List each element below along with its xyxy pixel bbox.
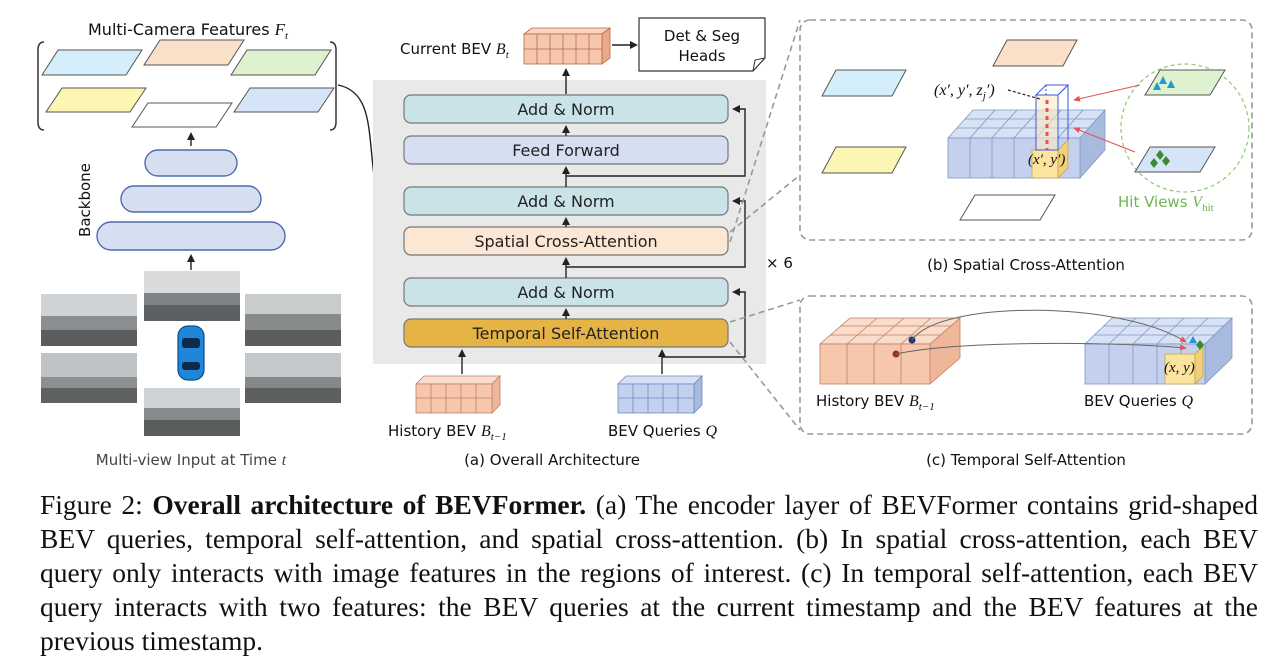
tsa-history-label: History BEV Bt−1 <box>816 392 935 413</box>
camera-images <box>41 271 341 436</box>
tsa-history-bev-grid <box>818 317 962 385</box>
tsa-cell-label: (x, y) <box>1164 360 1195 376</box>
sca-point-label: (x′, y′, zj′) <box>934 82 995 102</box>
block-add-norm-3: Add & Norm <box>403 94 729 124</box>
block-add-norm-1: Add & Norm <box>403 277 729 307</box>
feature-maps <box>41 39 335 128</box>
repeat-label: × 6 <box>766 254 793 272</box>
spatial-cross-attention-caption: (b) Spatial Cross-Attention <box>927 256 1125 274</box>
svg-text:Spatial Cross-Attention: Spatial Cross-Attention <box>474 232 657 251</box>
backbone-label: Backbone <box>76 163 94 237</box>
sca-sampling-arrows <box>1073 84 1141 153</box>
figure-label: Figure 2: <box>40 489 143 520</box>
tsa-query-marker-green <box>1196 340 1204 350</box>
block-temporal-self-attention: Temporal Self-Attention <box>403 318 729 348</box>
current-bev-label: Current BEV Bt <box>400 40 510 61</box>
tsa-queries-label: BEV Queries Q <box>1084 392 1194 410</box>
caption-body: (a) The encoder layer of BEVFormer conta… <box>40 489 1258 656</box>
block-spatial-cross-attention: Spatial Cross-Attention <box>403 226 729 256</box>
sca-cell-label: (x′, y′) <box>1028 152 1065 168</box>
panel-connectors <box>729 19 801 431</box>
caption-title: Overall architecture of BEVFormer. <box>152 489 587 520</box>
temporal-self-attention-caption: (c) Temporal Self-Attention <box>926 451 1126 469</box>
svg-text:Temporal Self-Attention: Temporal Self-Attention <box>472 324 660 343</box>
heads-line2: Heads <box>678 47 725 65</box>
tsa-query-cell <box>1164 345 1204 385</box>
brace-left <box>37 41 45 131</box>
current-bev-cube <box>522 27 612 65</box>
heads-line1: Det & Seg <box>664 27 740 45</box>
sca-point-pointer <box>1007 89 1041 100</box>
overall-architecture-caption: (a) Overall Architecture <box>464 451 640 469</box>
history-bev-label: History BEV Bt−1 <box>388 422 507 443</box>
hit-views-circle <box>1120 63 1250 193</box>
figure-caption: Figure 2: Overall architecture of BEVFor… <box>40 488 1258 658</box>
multi-camera-features-title: Multi-Camera Features Ft <box>88 20 289 42</box>
input-caption: Multi-view Input at Time t <box>96 451 287 469</box>
backbone-network <box>96 149 286 251</box>
svg-text:Add & Norm: Add & Norm <box>517 283 614 302</box>
det-seg-heads-box <box>638 17 766 72</box>
encoder-arrows <box>458 105 746 374</box>
block-feed-forward: Feed Forward <box>403 135 729 165</box>
hit-views-label: Hit Views Vhit <box>1118 193 1214 214</box>
tsa-query-marker-blue <box>1189 336 1197 343</box>
svg-text:Multi-Camera Features Ft: Multi-Camera Features Ft <box>88 20 289 42</box>
svg-text:Feed Forward: Feed Forward <box>512 141 620 160</box>
history-bev-cube-small <box>415 375 501 414</box>
block-add-norm-2: Add & Norm <box>403 186 729 216</box>
hit-view-markers <box>1150 76 1175 168</box>
sca-query-pillar <box>1031 84 1070 179</box>
brace-right <box>329 41 337 131</box>
tsa-connection-curves <box>895 309 1187 355</box>
bev-queries-label: BEV Queries Q <box>608 422 718 440</box>
svg-text:Add & Norm: Add & Norm <box>517 192 614 211</box>
bev-queries-cube-small <box>617 375 703 414</box>
car-icon <box>177 325 205 381</box>
sca-bev-grid <box>947 108 1106 180</box>
sca-feature-maps <box>821 39 1078 221</box>
svg-text:Add & Norm: Add & Norm <box>517 100 614 119</box>
tsa-queries-bev-grid <box>1084 317 1233 385</box>
diagram-canvas: Multi-Camera Features Ft Backbone <box>37 17 1253 469</box>
